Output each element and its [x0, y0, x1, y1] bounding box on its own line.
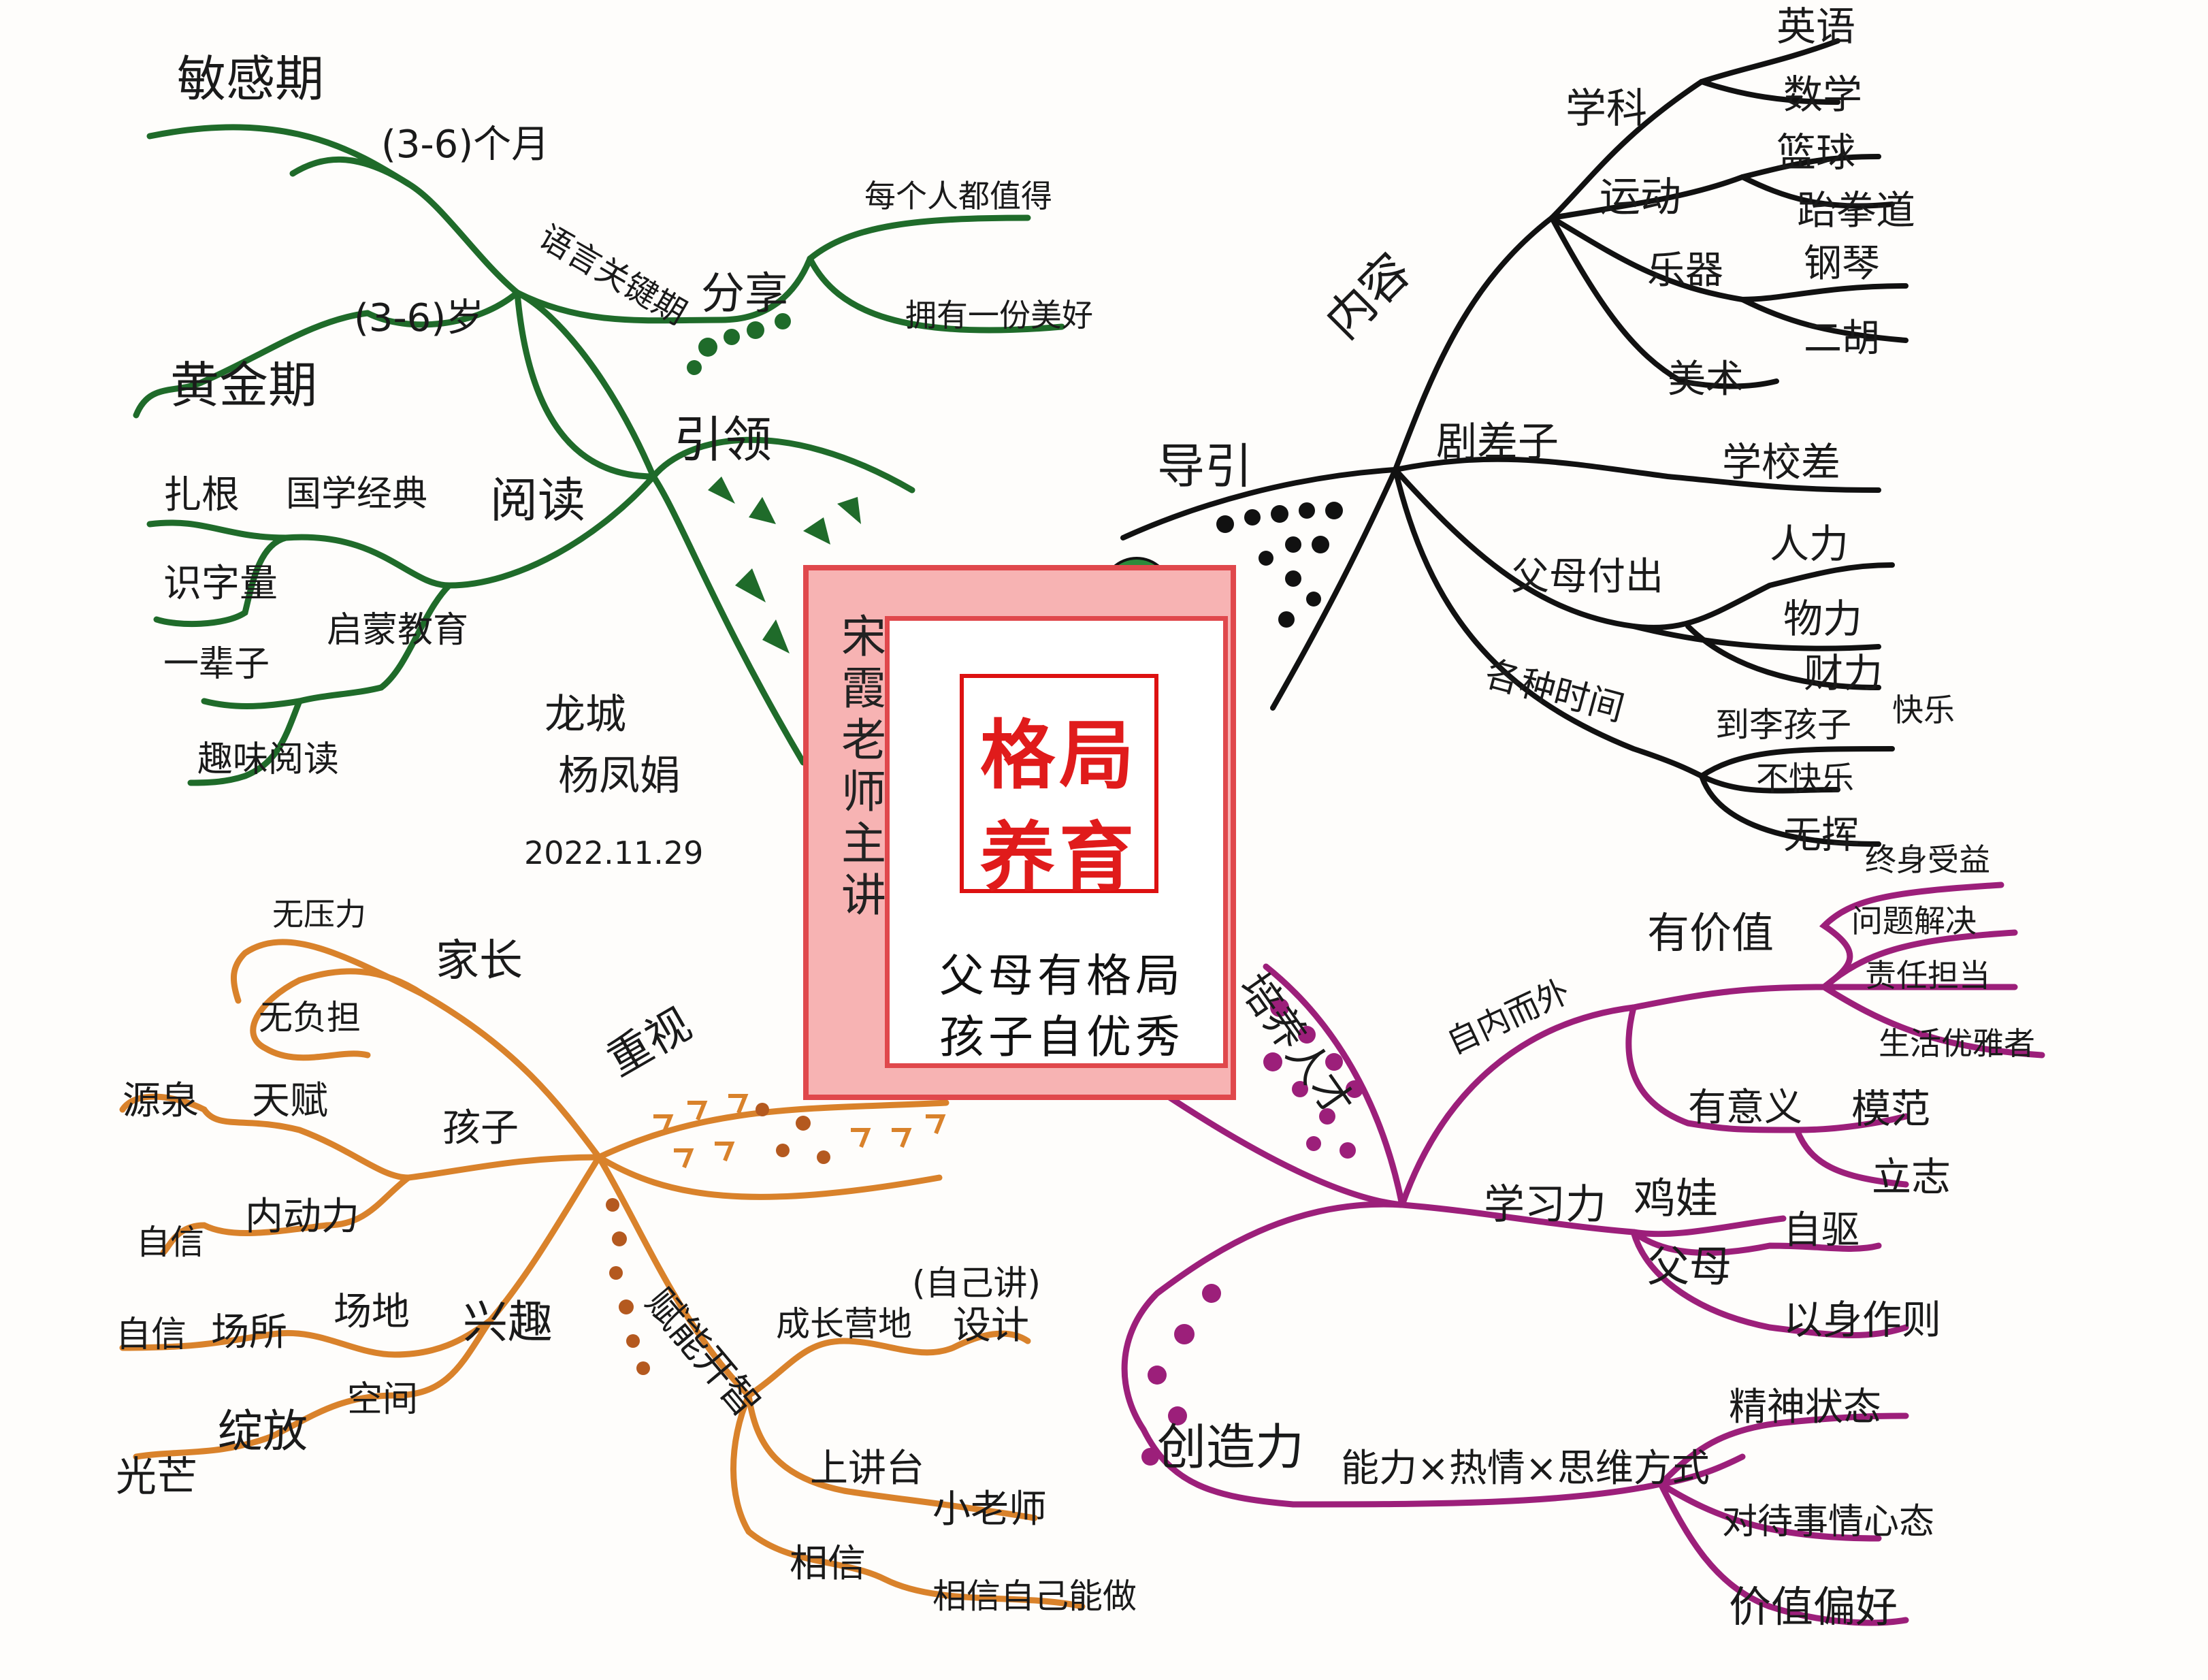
- black-parents-item-2: 物力: [1783, 596, 1863, 642]
- black-subjects-item-1: 英语: [1776, 3, 1856, 50]
- green-picture-item-2: 趣味阅读: [197, 739, 340, 780]
- green-age2: (3-6)岁: [354, 296, 485, 340]
- green-golden: 黄金期: [170, 357, 318, 414]
- orange-child: 孩子: [442, 1106, 519, 1150]
- purple-formula-item-2: 对待事情心态: [1722, 1502, 1935, 1542]
- black-subjects: 学科: [1565, 85, 1647, 133]
- purple-value-item-2: 问题解决: [1851, 903, 1977, 939]
- orange-design-note: (自己讲): [912, 1263, 1041, 1303]
- green-reading: 阅读: [490, 472, 585, 528]
- purple-chicken: 鸡娃: [1634, 1174, 1719, 1223]
- orange-child-item-1: 天赋: [252, 1079, 328, 1123]
- black-parents-item-3: 财力: [1804, 650, 1883, 696]
- purple-value: 有价值: [1647, 908, 1774, 958]
- purple-formula-item-3: 价值偏好: [1729, 1582, 1898, 1632]
- author-city: 龙城: [545, 691, 626, 739]
- purple-learning: 学习力: [1484, 1181, 1606, 1229]
- orange-decor: [606, 1094, 946, 1375]
- black-arts-item-1: 钢琴: [1804, 242, 1880, 286]
- black-branch-lines: [1120, 38, 1909, 847]
- green-picture-books: 启蒙教育: [327, 610, 469, 651]
- green-share-label: 分享: [701, 269, 788, 319]
- orange-interest-item-2: 空间: [347, 1379, 419, 1420]
- black-sports-item-2: 跆拳道: [1797, 187, 1916, 233]
- green-classics: 国学经典: [286, 474, 428, 515]
- orange-interest-item-1: 场地: [334, 1290, 410, 1334]
- center-title-1: 格局: [980, 711, 1138, 799]
- orange-release: 绽放: [218, 1405, 308, 1457]
- green-age1: (3-6)个月: [381, 123, 550, 167]
- orange-believe: 相信: [790, 1542, 866, 1586]
- orange-light: 光芒: [116, 1453, 197, 1501]
- purple-self-drive: 自驱: [1783, 1208, 1860, 1253]
- black-parents: 父母付出: [1511, 555, 1663, 599]
- black-art: 美术: [1668, 357, 1744, 402]
- black-subjects-item-2: 数学: [1783, 71, 1863, 118]
- orange-summer: 成长营地: [776, 1304, 912, 1344]
- black-arts: 乐器: [1647, 248, 1723, 293]
- purple-value-item-1: 终身受益: [1865, 841, 1990, 878]
- purple-meaning-item-1: 模范: [1851, 1086, 1931, 1132]
- author-name: 杨凤娟: [558, 752, 681, 800]
- black-parents-item-1: 人力: [1770, 521, 1849, 567]
- purple-example: 以身作则: [1783, 1297, 1942, 1343]
- purple-meaning-item-2: 立志: [1872, 1154, 1951, 1200]
- purple-formula: 能力×热情×思维方式: [1341, 1447, 1710, 1491]
- orange-parent-item-2: 无负担: [259, 998, 361, 1037]
- orange-teacher: 小老师: [932, 1487, 1047, 1532]
- purple-meaning: 有意义: [1688, 1086, 1802, 1130]
- black-main-label: 导引: [1157, 438, 1252, 494]
- title-box: [960, 674, 1158, 893]
- orange-interest: 兴趣: [463, 1296, 553, 1348]
- black-arts-item-2: 二胡: [1804, 317, 1880, 361]
- center-title-2: 养育: [980, 813, 1138, 901]
- purple-decor: [1141, 998, 1363, 1466]
- orange-self: 自信: [116, 1314, 187, 1355]
- green-sensitive: 敏感期: [177, 50, 325, 108]
- purple-branch-lines: [1121, 882, 2045, 1626]
- black-sports: 运动: [1600, 174, 1681, 221]
- green-main-label: 引领: [674, 411, 773, 468]
- center-subtitle-1: 父母有格局: [939, 950, 1184, 1002]
- green-share-item-2: 拥有一份美好: [905, 297, 1093, 334]
- black-time-item-2: 不快乐: [1756, 760, 1855, 798]
- black-happy: 快乐: [1892, 692, 1955, 728]
- black-sports-item-1: 篮球: [1776, 129, 1856, 176]
- black-gap-item: 学校差: [1722, 439, 1841, 485]
- orange-confidence: 自信: [136, 1223, 204, 1262]
- orange-parent-item-1: 无压力: [272, 896, 366, 933]
- orange-venue: 场所: [211, 1310, 287, 1355]
- purple-value-item-4: 生活优雅者: [1879, 1025, 2035, 1062]
- orange-stage: 上讲台: [810, 1447, 924, 1491]
- orange-design: 设计: [953, 1304, 1029, 1348]
- purple-formula-item-1: 精神状态: [1729, 1385, 1881, 1429]
- black-gap: 剧差子: [1436, 419, 1559, 466]
- orange-self-belief: 相信自己能做: [932, 1577, 1137, 1616]
- purple-parents: 父母: [1647, 1242, 1732, 1291]
- orange-parent: 家长: [436, 936, 523, 986]
- purple-creativity: 创造力: [1157, 1419, 1305, 1476]
- orange-branch-lines: [119, 939, 1086, 1610]
- author-date: 2022.11.29: [524, 835, 704, 871]
- black-time-item-3: 无挥: [1783, 813, 1860, 858]
- purple-value-item-3: 责任担当: [1865, 957, 1990, 994]
- speaker-label: 宋霞老师主讲: [834, 613, 886, 923]
- black-time-item-1: 到李孩子: [1715, 705, 1851, 745]
- green-classics-item-2: 识字量: [163, 562, 278, 606]
- green-picture-item-1: 一辈子: [163, 644, 270, 685]
- center-subtitle-2: 孩子自优秀: [939, 1011, 1184, 1063]
- green-share-item-1: 每个人都值得: [864, 178, 1052, 214]
- green-classics-item-1: 扎根: [163, 473, 240, 517]
- orange-motivation: 内动力: [245, 1195, 359, 1239]
- green-decor: [687, 313, 861, 653]
- green-branch-lines: [133, 124, 1065, 786]
- black-decor: [1216, 502, 1343, 628]
- orange-child-item-2: 源泉: [123, 1079, 199, 1123]
